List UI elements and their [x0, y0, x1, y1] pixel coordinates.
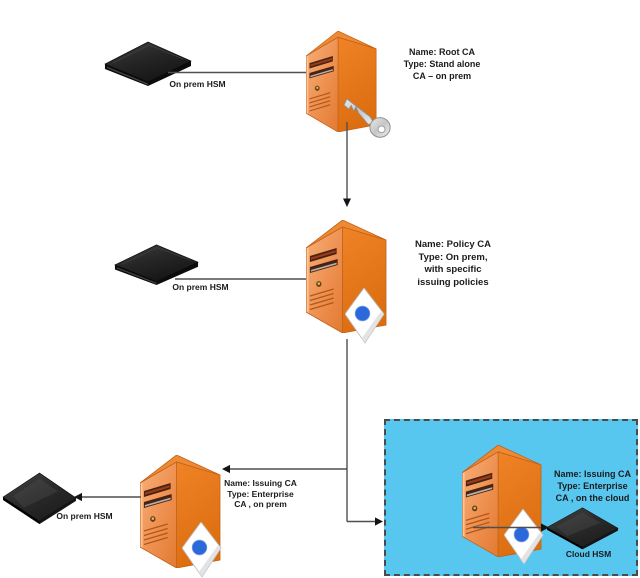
- caption-line: Name: Issuing CA: [224, 478, 297, 488]
- caption-line: CA , on the cloud: [555, 493, 630, 503]
- issuing-onprem-ca-caption: Name: Issuing CA Type: Enterprise CA , o…: [213, 478, 308, 510]
- caption-line: Type: Stand alone: [403, 59, 481, 69]
- arrowhead-down-icon: [343, 198, 351, 207]
- caption-line: with specific: [424, 264, 482, 275]
- cloud-hsm-label: Cloud HSM: [565, 549, 612, 559]
- issuing-onprem-hsm-label: On prem HSM: [56, 511, 113, 521]
- arrowhead-left-icon: [222, 464, 230, 474]
- caption-line: CA – on prem: [412, 71, 472, 81]
- issuing-cloud-certificate-icon: [504, 509, 544, 565]
- policy-hsm-icon: [114, 243, 199, 285]
- policy-hsm-label: On prem HSM: [172, 282, 229, 292]
- root-ca-caption: Name: Root CA Type: Stand alone CA – on …: [392, 46, 492, 82]
- issuing-cloud-ca-caption: Name: Issuing CA Type: Enterprise CA , o…: [544, 468, 640, 504]
- arrowhead-right-icon: [375, 517, 383, 526]
- caption-line: Name: Root CA: [408, 47, 475, 57]
- issuing-onprem-certificate-icon: [182, 522, 222, 578]
- policy-ca-certificate-icon: [345, 288, 385, 344]
- caption-line: Type: Enterprise: [227, 488, 294, 499]
- caption-line: Name: Issuing CA: [553, 469, 631, 479]
- caption-line: Type: On prem,: [418, 251, 488, 263]
- caption-line: issuing policies: [417, 276, 489, 288]
- caption-line: Type: Enterprise: [557, 481, 628, 491]
- root-hsm-label: On prem HSM: [169, 79, 226, 89]
- key-icon: [344, 98, 394, 141]
- policy-ca-caption: Name: Policy CA Type: On prem, with spec…: [403, 239, 503, 289]
- cloud-hsm-icon: [546, 507, 619, 551]
- caption-line: Name: Policy CA: [414, 239, 492, 250]
- caption-line: CA , on prem: [234, 499, 287, 509]
